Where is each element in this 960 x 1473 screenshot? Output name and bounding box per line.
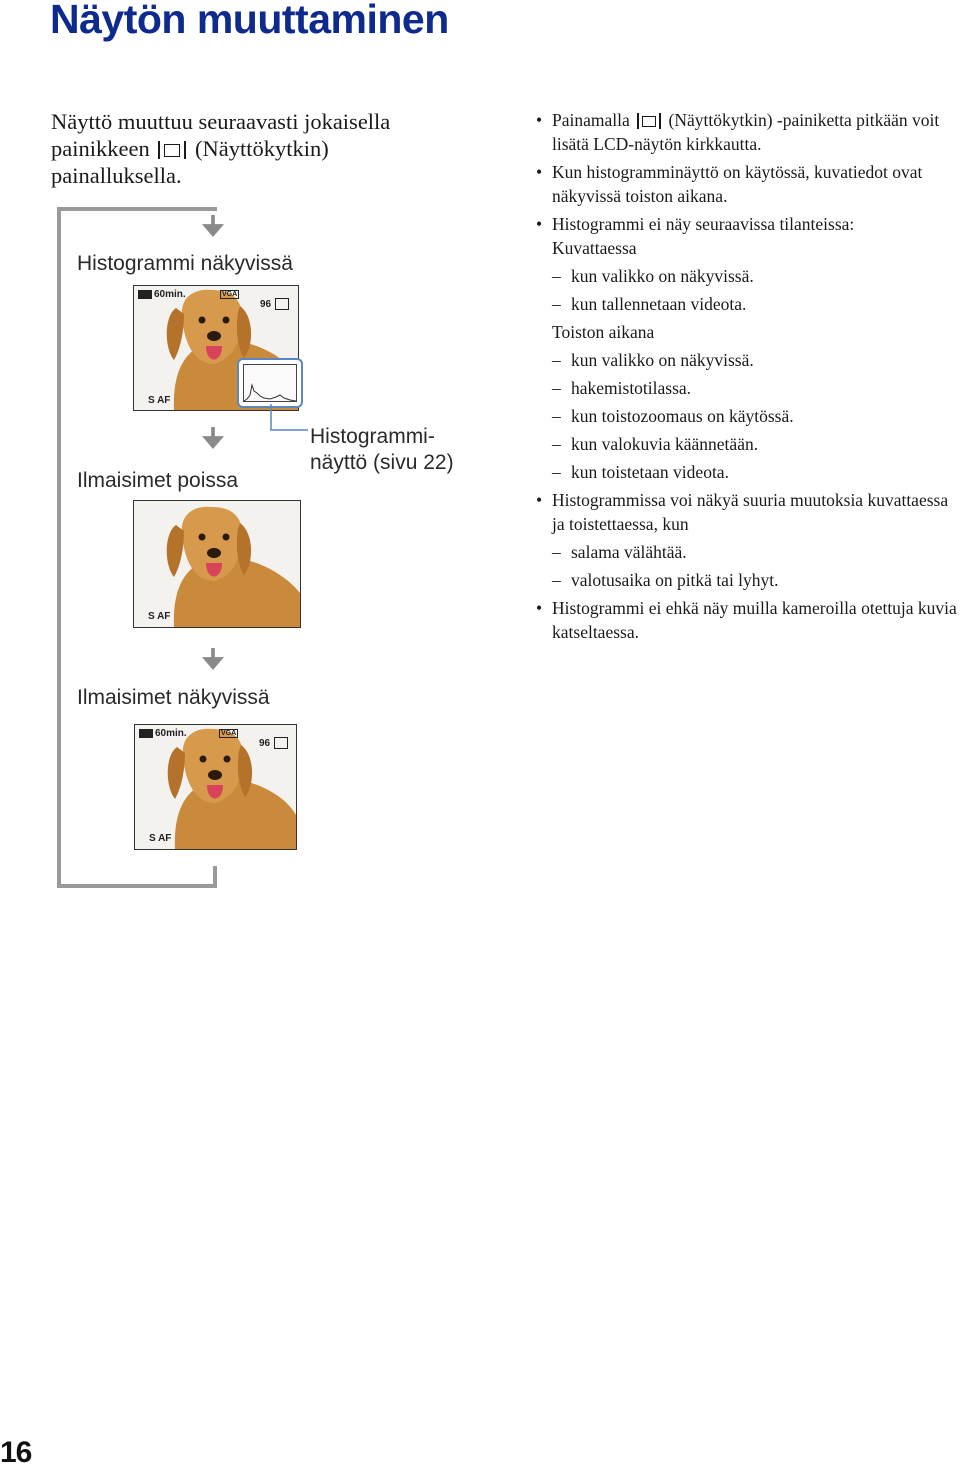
- state-no-indicators-label: Ilmaisimet poissa: [77, 469, 239, 492]
- battery-icon: [139, 729, 153, 738]
- note-dash-item: kun valikko on näkyvissä.: [536, 264, 960, 288]
- note-brightness: Painamalla (Näyttökytkin) -painiketta pi…: [536, 108, 960, 156]
- battery-icon: [138, 290, 152, 299]
- callout-connector: [270, 404, 308, 431]
- down-arrow-icon: [202, 648, 224, 670]
- shot-count-indicator: 96: [259, 738, 271, 749]
- page-number: 16: [0, 1436, 32, 1469]
- flow-frame-top: [57, 207, 217, 211]
- focus-mode-indicator: S AF: [148, 611, 171, 622]
- histogram-callout: Histogrammi- näyttö (sivu 22): [310, 424, 454, 476]
- note-histogram-playback: Kun histogramminäyttö on käytössä, kuvat…: [536, 160, 960, 208]
- focus-mode-indicator: S AF: [148, 395, 171, 406]
- memory-icon: [274, 737, 288, 749]
- note-dash-item: hakemistotilassa.: [536, 376, 960, 400]
- memory-icon: [275, 298, 289, 310]
- histogram-graph: [243, 364, 297, 402]
- image-size-indicator: VGA: [219, 729, 239, 738]
- note-other-cameras: Histogrammi ei ehkä näy muilla kameroill…: [536, 596, 960, 644]
- focus-mode-indicator: S AF: [149, 833, 172, 844]
- callout-line-2: näyttö (sivu 22): [310, 451, 454, 474]
- note-histogram-changes: Histogrammissa voi näkyä suuria muutoksi…: [536, 488, 960, 536]
- callout-line-1: Histogrammi-: [310, 425, 435, 448]
- note-histogram-hidden: Histogrammi ei näy seuraavissa tilanteis…: [536, 212, 960, 236]
- note-dash-item: salama välähtää.: [536, 540, 960, 564]
- lcd-screen-no-indicators: S AF: [133, 500, 301, 628]
- dog-photo: [134, 501, 300, 627]
- battery-indicator: 60min.: [154, 289, 186, 300]
- state-indicators-label: Ilmaisimet näkyvissä: [77, 686, 270, 709]
- display-switch-icon: [637, 113, 662, 129]
- down-arrow-icon: [202, 427, 224, 449]
- note-brightness-text-1: Painamalla: [552, 110, 630, 130]
- note-dash-item: kun valokuvia käännetään.: [536, 432, 960, 456]
- down-arrow-icon: [202, 215, 224, 237]
- note-playback-heading: Toiston aikana: [552, 322, 655, 342]
- intro-text-1: Näyttö muuttuu seuraavasti jokaisella pa…: [51, 109, 391, 161]
- flow-frame-bottom: [57, 884, 217, 888]
- display-switch-icon: [158, 141, 187, 159]
- notes-list: Painamalla (Näyttökytkin) -painiketta pi…: [536, 108, 960, 644]
- state-histogram-label: Histogrammi näkyvissä: [77, 252, 293, 275]
- intro-text-2: (Näyttökytkin) painalluksella.: [51, 136, 329, 188]
- lcd-screen-indicators: 60min. VGA 96 S AF: [134, 724, 297, 850]
- image-size-indicator: VGA: [220, 290, 240, 299]
- page-title: Näytön muuttaminen: [50, 0, 449, 42]
- flow-frame-right-tick: [213, 866, 217, 888]
- note-dash-item: kun valikko on näkyvissä.: [536, 348, 960, 372]
- note-shooting-heading: Kuvattaessa: [552, 238, 637, 258]
- flow-frame-left: [57, 207, 61, 888]
- histogram-highlight: [237, 358, 303, 408]
- shot-count-indicator: 96: [260, 299, 272, 310]
- note-dash-item: kun tallennetaan videota.: [536, 292, 960, 316]
- dog-photo: [135, 725, 296, 849]
- note-dash-item: valotusaika on pitkä tai lyhyt.: [536, 568, 960, 592]
- note-dash-item: kun toistozoomaus on käytössä.: [536, 404, 960, 428]
- intro-paragraph: Näyttö muuttuu seuraavasti jokaisella pa…: [51, 108, 451, 189]
- note-dash-item: kun toistetaan videota.: [536, 460, 960, 484]
- battery-indicator: 60min.: [155, 728, 187, 739]
- note-brightness-text-2: (Näyttökytkin) -painiketta pitkään voit …: [552, 110, 940, 154]
